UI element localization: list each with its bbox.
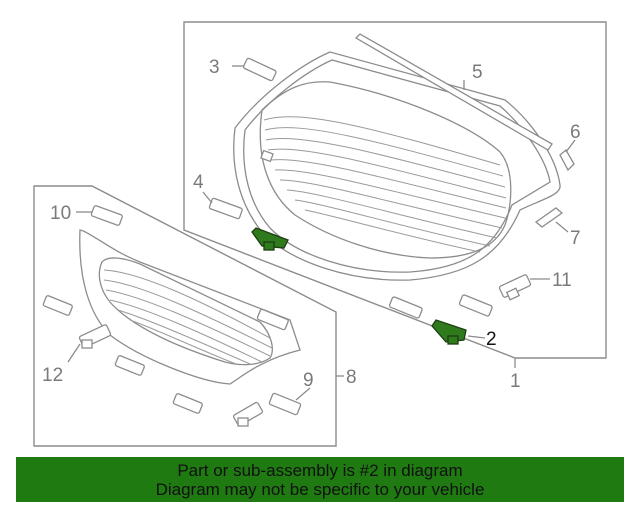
- callout-11: 11: [552, 270, 572, 291]
- panel-assembly-8: [33, 185, 337, 447]
- callout-3: 3: [209, 57, 220, 78]
- banner-line-1: Part or sub-assembly is #2 in diagram: [177, 460, 463, 480]
- callout-9: 9: [303, 370, 314, 391]
- callout-10: 10: [50, 203, 71, 224]
- callout-2: 2: [486, 329, 497, 350]
- callout-12: 12: [42, 365, 63, 386]
- leader-lines: [67, 65, 576, 401]
- callout-5: 5: [472, 62, 483, 83]
- callouts: 3 5 4 6 7 11 2 1 10 12 9 8: [42, 57, 581, 392]
- callout-1: 1: [510, 371, 521, 392]
- callout-4: 4: [193, 172, 204, 193]
- highlighted-part-upper: [251, 227, 289, 249]
- parts-diagram: 3 5 4 6 7 11 2 1 10 12 9 8: [33, 21, 607, 447]
- info-banner: Part or sub-assembly is #2 in diagram Di…: [16, 457, 624, 502]
- callout-7: 7: [570, 228, 581, 249]
- banner-line-2: Diagram may not be specific to your vehi…: [155, 479, 485, 499]
- callout-6: 6: [570, 122, 581, 143]
- panel-assembly-1: [183, 21, 607, 359]
- callout-8: 8: [346, 367, 357, 388]
